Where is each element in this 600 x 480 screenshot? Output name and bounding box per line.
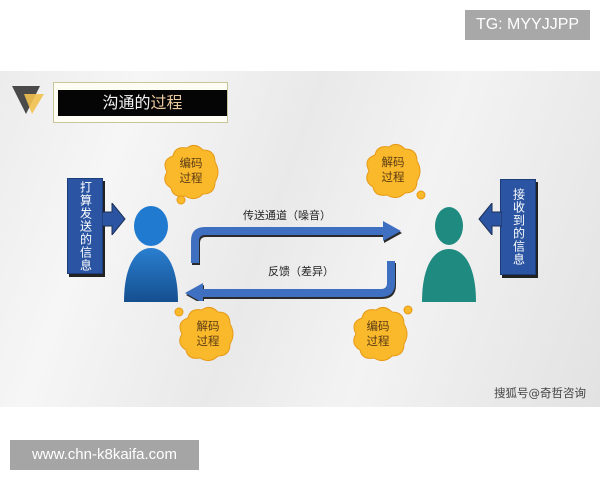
title-text: 沟通的 [102,93,151,112]
title-frame: 沟通的过程 [53,82,228,123]
thought-cloud-icon [174,306,234,362]
cloud-receiver-encoding: 编码 过程 [352,304,413,362]
left-arrow-icon [478,203,502,235]
receiver-person-icon [422,207,476,302]
cloud-receiver-decoding: 解码 过程 [363,143,426,200]
thought-cloud-icon [353,305,413,362]
watermark-tg-badge: TG: MYYJJPP [465,10,590,40]
receiver-message-box: 接收到的信息 [500,179,536,275]
source-credit: 搜狐号@奇哲咨询 [494,386,586,400]
feedback-label: 反馈（差异） [268,265,334,278]
title-accent-text: 过程 [150,93,183,112]
cloud-sender-encoding: 编码 过程 [161,144,221,205]
slide-title: 沟通的过程 [58,90,227,116]
cloud-text: 编码 过程 [366,319,390,348]
feedback-arrow [185,261,396,301]
channel-label: 传送通道（噪音） [243,209,331,222]
thought-cloud-icon [164,144,219,205]
cloud-text: 编码 过程 [179,156,203,185]
cloud-sender-decoding: 解码 过程 [174,304,234,362]
thought-cloud-icon [366,143,426,200]
sender-message-box: 打算发送的信息 [67,178,103,274]
cloud-text: 解码 过程 [381,155,405,184]
triangle-logo-icon [12,86,44,114]
cloud-text: 解码 过程 [196,319,220,348]
sender-person-icon [124,206,178,302]
watermark-url-badge: www.chn-k8kaifa.com [10,440,199,470]
communication-loop-arrows [185,221,402,301]
channel-arrow [191,221,402,265]
communication-process-slide: 沟通的过程 打算发送的信息 接收到的信息 [0,71,600,407]
right-arrow-icon [102,203,126,235]
